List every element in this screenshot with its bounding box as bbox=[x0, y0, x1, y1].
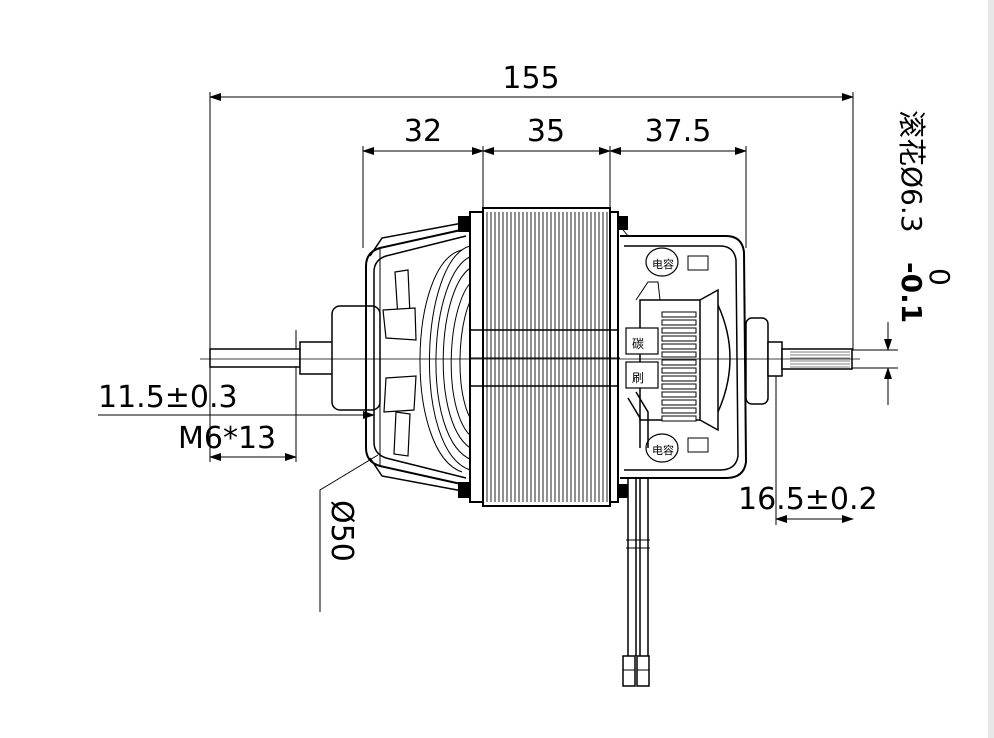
dimension-35: 35 bbox=[482, 114, 611, 210]
dimension-rear-shaft: 16.5±0.2 bbox=[738, 370, 878, 525]
capacitor-top: 电容 bbox=[645, 247, 709, 277]
board-mark-2: 刷 bbox=[632, 371, 644, 385]
front-bracket bbox=[365, 221, 471, 493]
dimension-155: 155 bbox=[209, 61, 854, 350]
stator-bolts bbox=[458, 216, 628, 498]
dimension-35-label: 35 bbox=[527, 114, 565, 149]
dimension-knurl: 滚花Ø6.3 0 -0.1 bbox=[852, 110, 956, 405]
knurl-label: 滚花Ø6.3 bbox=[895, 110, 928, 233]
wire-terminals bbox=[622, 655, 650, 687]
knurl-tolerance-lower: -0.1 bbox=[895, 262, 928, 323]
rear-bracket bbox=[619, 225, 748, 479]
motor-body: 碳 刷 电容 电容 bbox=[200, 207, 860, 687]
dimension-thread-label: M6*13 bbox=[178, 421, 276, 456]
capacitor-bottom: 电容 bbox=[645, 433, 709, 463]
board-mark-1: 碳 bbox=[632, 337, 644, 351]
rear-shaft bbox=[745, 317, 853, 405]
dimension-shaft-front-label: 11.5±0.3 bbox=[98, 380, 238, 415]
dimension-32-label: 32 bbox=[404, 114, 442, 149]
dimension-155-label: 155 bbox=[502, 61, 559, 96]
lead-wires bbox=[626, 391, 650, 656]
dimension-fan-diameter-label: Ø50 bbox=[324, 500, 359, 562]
dimension-shaft-front: 11.5±0.3 bbox=[98, 330, 375, 462]
commutator bbox=[639, 288, 731, 432]
capacitor-bottom-label: 电容 bbox=[652, 443, 674, 457]
knurl-tolerance-upper: 0 bbox=[923, 268, 956, 286]
stator-stack bbox=[469, 207, 620, 507]
dimension-fan-diameter: Ø50 bbox=[319, 454, 379, 612]
dimension-37-5-label: 37.5 bbox=[645, 114, 712, 149]
front-shaft bbox=[209, 305, 381, 411]
page-edge-strip bbox=[988, 0, 994, 738]
dimension-rear-shaft-label: 16.5±0.2 bbox=[738, 482, 878, 517]
capacitor-top-label: 电容 bbox=[652, 257, 674, 271]
dimension-thread: M6*13 bbox=[178, 350, 297, 462]
dimension-32: 32 bbox=[362, 114, 484, 248]
fan-blades bbox=[382, 269, 417, 457]
dimension-37-5: 37.5 bbox=[609, 114, 747, 248]
brush-holder: 碳 刷 bbox=[625, 281, 661, 389]
